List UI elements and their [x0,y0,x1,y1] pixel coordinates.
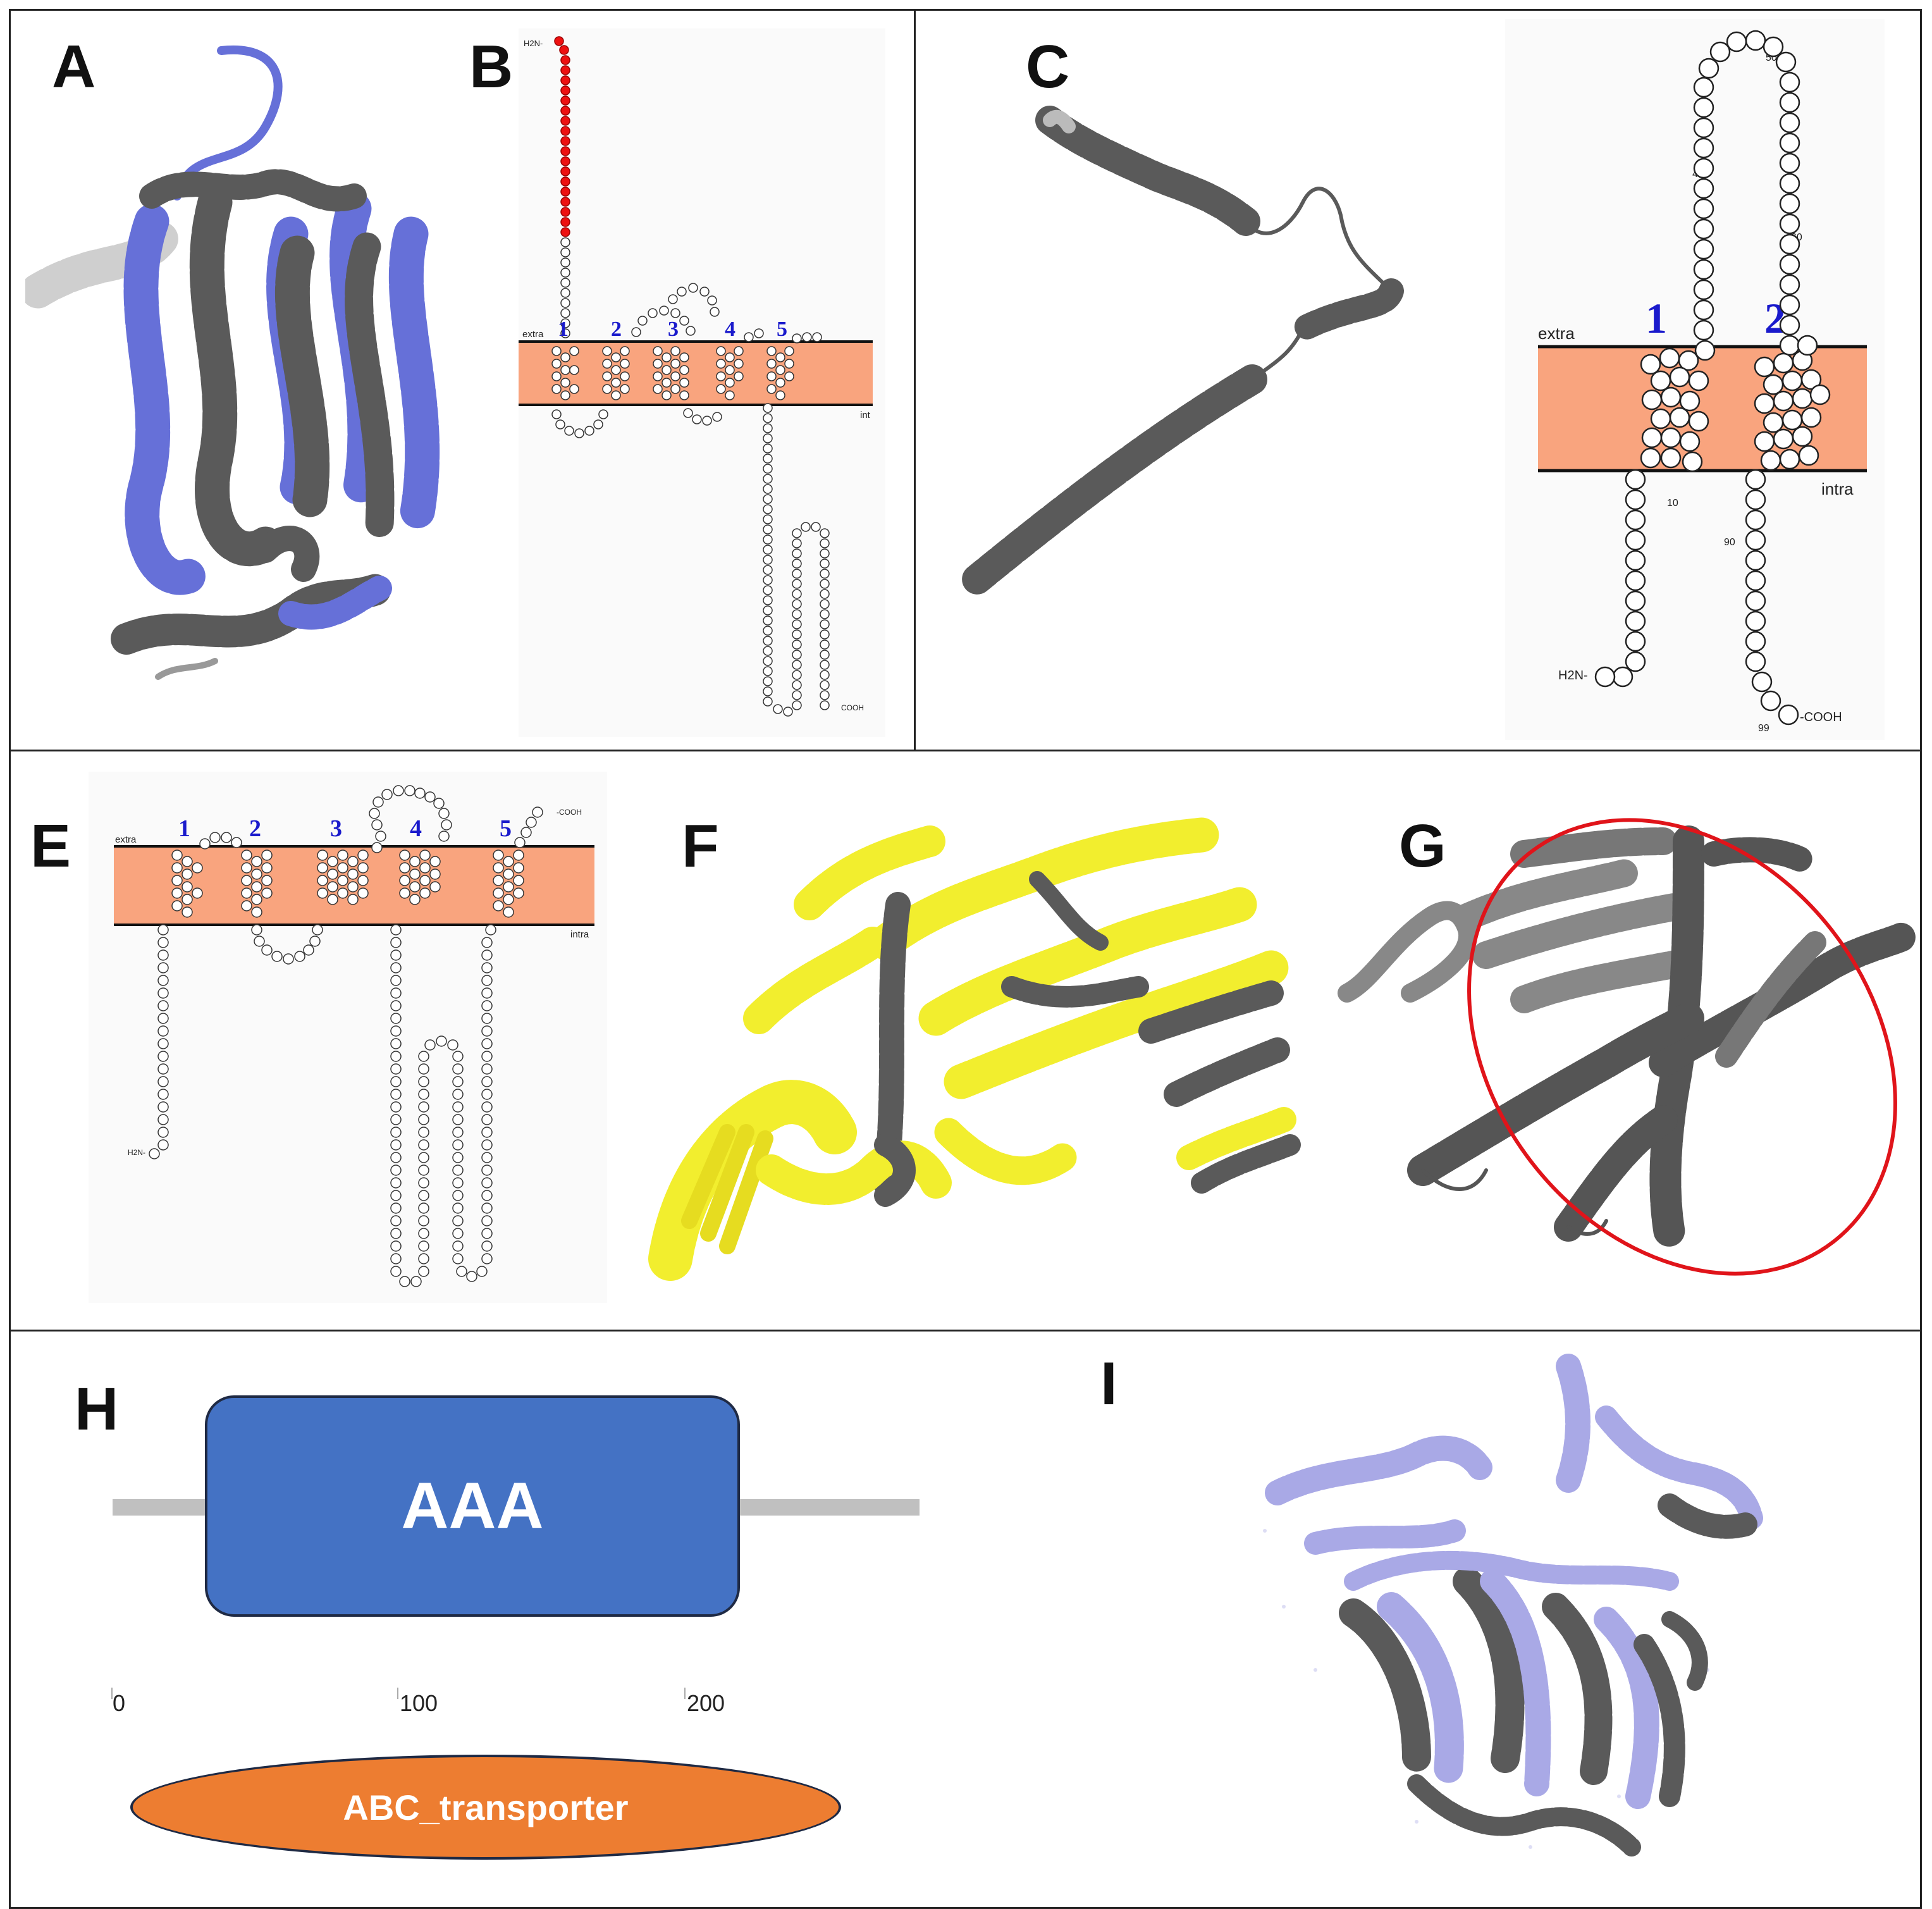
panel-label-a: A [52,33,96,101]
intra-label: int [860,410,871,421]
panel-i-structure [1263,1354,1763,1856]
helix-label-4: 4 [725,318,735,341]
c-terminus-label: COOH [841,703,864,712]
axis-label-0: 0 [113,1690,126,1716]
panel-a-structure [25,45,440,680]
helix-label-3: 3 [330,815,342,842]
position-90: 90 [1724,537,1735,548]
panel-label-e: E [30,812,71,880]
panel-label-c: C [1026,33,1070,101]
c-terminus-label: -COOH [557,808,582,817]
helix-label-3: 3 [668,318,679,341]
abc-transporter-label: ABC_transporter [343,1787,629,1827]
n-terminus-label: H2N- [128,1148,145,1157]
intra-label: intra [570,929,589,940]
row1-divider [914,9,916,751]
axis-tick-200 [684,1688,686,1699]
aaa-domain-label: AAA [401,1469,544,1543]
helix-label-1: 1 [178,815,190,842]
c-terminus-label: -COOH [1800,710,1842,724]
helix-label-2: 2 [249,815,261,842]
n-terminus-label: H2N- [1558,669,1588,683]
panel-c-structure [959,106,1404,597]
panel-label-g: G [1399,812,1446,880]
axis-label-100: 100 [400,1690,438,1716]
helix-label-2: 2 [611,318,622,341]
helix-label-5: 5 [500,815,512,842]
position-10: 10 [1667,498,1678,509]
axis-label-200: 200 [687,1690,725,1716]
axis-tick-0 [111,1688,113,1699]
extra-label: extra [115,834,137,845]
extra-label: extra [522,329,544,340]
panel-label-f: F [682,812,719,880]
n-terminus-label: H2N- [524,39,543,48]
panel-label-b: B [469,33,514,101]
panel-g-structure [1338,818,1918,1276]
aaa-domain-box: AAA [205,1395,740,1617]
panel-e-topology: extra intra H2N- -COOH 1 2 3 4 5 [89,772,607,1303]
helix-label-1: 1 [1646,294,1667,342]
helix-label-1: 1 [558,318,569,341]
row3-frame [9,1330,1922,1909]
helix-label-4: 4 [410,815,422,842]
panel-d-topology: extra intra H2N- -COOH 1 2 40 50 60 10 9… [1505,19,1885,740]
axis-tick-100 [397,1688,398,1699]
panel-label-h: H [75,1375,119,1443]
helix-label-5: 5 [777,318,787,341]
panel-label-i: I [1100,1350,1117,1418]
abc-transporter-ellipse: ABC_transporter [130,1755,841,1860]
panel-b-topology: extra int H2N- COOH 1 [519,28,885,737]
intra-label: intra [1821,479,1854,498]
panel-f-structure [648,817,1301,1281]
extra-label: extra [1538,324,1575,343]
position-99: 99 [1758,723,1769,734]
highlight-ellipse [1467,818,1897,1276]
